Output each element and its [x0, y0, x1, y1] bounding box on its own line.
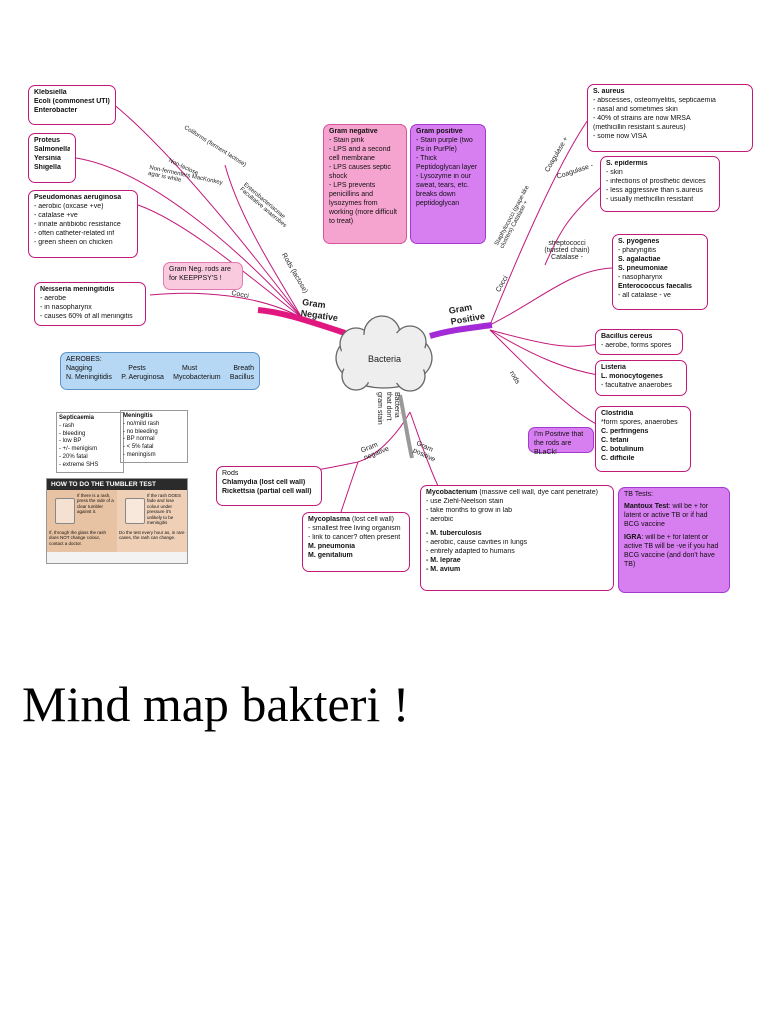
label-streptococci: streptococci (twisted chain) Catalase - [544, 240, 590, 261]
tumbler-step-2: If the rash DOES fade and lose colour un… [117, 490, 187, 552]
tumbler-header: HOW TO DO THE TUMBLER TEST [47, 479, 187, 490]
proteus-box: Proteus Salmonella Yersinia Shigella [28, 133, 76, 183]
rods-box: Rods Chlamydia (lost cell wall) Ricketts… [216, 466, 322, 506]
septicaemia-list: Septicaemia - rash - bleeding - low BP -… [56, 412, 124, 473]
aerobes-box: AEROBES: Nagging Pests Must Breath N. Me… [60, 352, 260, 390]
mind-map: Bacteria Gram Negative Gram Positive Coc… [28, 84, 753, 593]
glass-icon [55, 498, 75, 524]
gram-positive-info-box: Gram positive - Stain purple (two Ps in … [410, 124, 486, 244]
tumbler-test-panel: HOW TO DO THE TUMBLER TEST If there is a… [46, 478, 188, 564]
gram-positive-branch [429, 322, 493, 339]
branch-no-gram-stain: Bacteria that don't gram stain [376, 392, 400, 425]
s-pyogenes-box: S. pyogenes - pharyngitis S. agalactiae … [612, 234, 708, 310]
glass-icon [125, 498, 145, 524]
gram-negative-branch [257, 307, 346, 336]
clostridia-box: Clostridia *form spores, anaerobes C. pe… [595, 406, 691, 472]
positive-note: I'm Positive that the rods are BLaCk! [528, 427, 594, 456]
page-caption: Mind map bakteri ! [22, 676, 410, 732]
s-epidermis-box: S. epidermis - skin - infections of pros… [600, 156, 720, 212]
tumbler-step-1: If there is a rash, press the side of a … [47, 490, 117, 552]
s-aureus-box: S. aureus - abscesses, osteomyelitis, se… [587, 84, 753, 152]
pseudomonas-box: Pseudomonas aeruginosa - aerobic (oxcase… [28, 190, 138, 258]
neisseria-box: Neisseria meningitidis - aerobe - in nas… [34, 282, 146, 326]
bacillus-box: Bacillus cereus - aerobe, forms spores [595, 329, 683, 355]
no-gram-stain-branch [398, 394, 414, 459]
klebsiella-box: Klebsiella Ecoli (commonest UTI) Enterob… [28, 85, 116, 125]
mycoplasma-box: Mycoplasma (lost cell wall) - smallest f… [302, 512, 410, 572]
gram-neg-note: Gram Neg. rods are for KEEPPSY'S ! [163, 262, 243, 290]
listeria-box: Listeria L. monocytogenes - facultative … [595, 360, 687, 396]
tb-tests-box: TB Tests: Mantoux Test: will be + for la… [618, 487, 730, 593]
mycobacterium-box: Mycobacterium (massive cell wall, dye ca… [420, 485, 614, 591]
gram-negative-info-box: Gram negative - Stain pink - LPS and a s… [323, 124, 407, 244]
meningitis-list: Meningitis - no/mild rash - no bleeding … [120, 410, 188, 463]
center-label: Bacteria [368, 354, 402, 364]
